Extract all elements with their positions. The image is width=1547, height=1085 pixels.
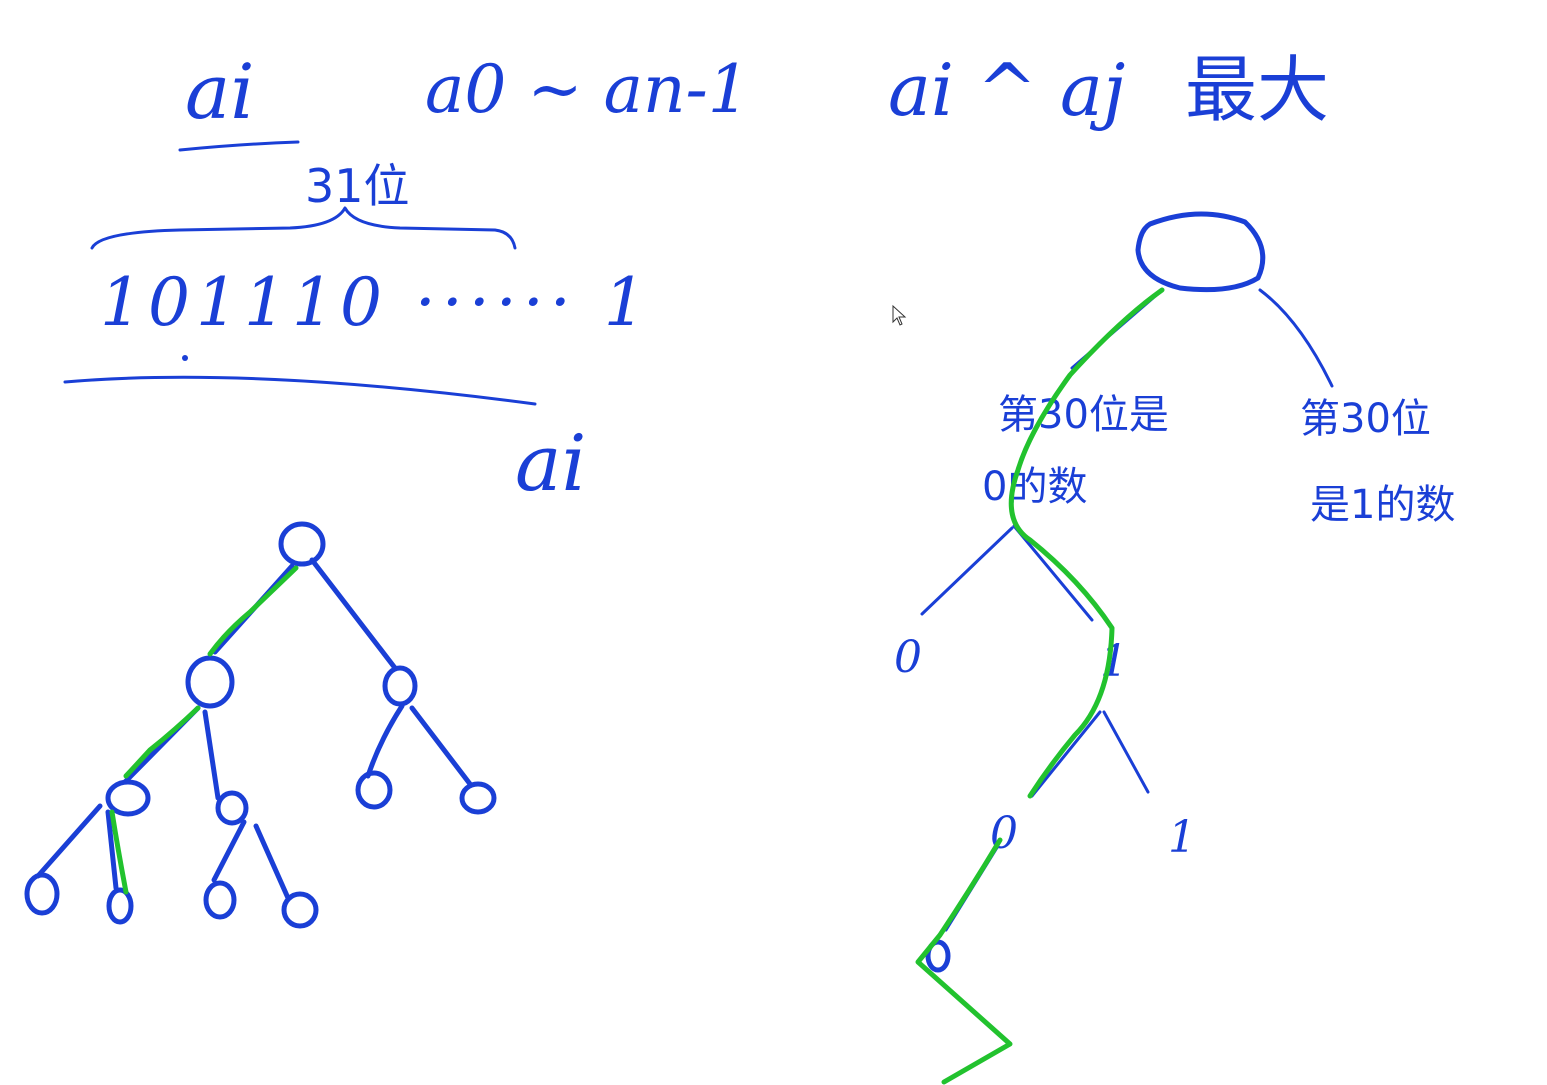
- trie-left-edge: [253, 823, 291, 901]
- trie-right-edge: [1102, 710, 1150, 794]
- trie-right-edge: [1012, 524, 1094, 622]
- formula-ai: ai: [185, 47, 255, 136]
- trie-left-node: [459, 781, 497, 815]
- formula-range: a0 ~ an-1: [425, 51, 750, 128]
- trie-right-root-node: [1135, 211, 1266, 293]
- label-bit30-zero-line1: 第30位是: [998, 392, 1169, 438]
- trie-left-node: [106, 887, 134, 925]
- trie-left-edge: [35, 803, 103, 879]
- formula-goal-word: 最大: [1185, 48, 1329, 132]
- trie-left-node: [185, 655, 235, 709]
- trie-right-edge: [920, 526, 1014, 616]
- trie-left-edge: [365, 703, 405, 779]
- binary-name: ai: [515, 419, 586, 509]
- label-bit30-one-line1: 第30位: [1300, 396, 1431, 442]
- trie-left-edge: [409, 705, 473, 787]
- trie-right-level3-node: [925, 939, 951, 973]
- trie-left-node: [215, 790, 249, 826]
- trie-left-edge: [105, 809, 119, 891]
- trie-right-edge: [1258, 288, 1334, 388]
- formula-ai-underline: [178, 140, 300, 152]
- label-bit30-zero-line2: 0的数: [982, 464, 1087, 510]
- trie-right-highlight-path: [915, 287, 1165, 1085]
- trie-left-node: [278, 521, 326, 567]
- binary-underline: [63, 375, 537, 406]
- binary-bits: 101110 ······ 1: [100, 264, 652, 341]
- trie-left-node: [105, 779, 151, 817]
- bit-width-brace: [90, 206, 517, 250]
- trie-left-node: [281, 891, 319, 929]
- bit-dot: [182, 355, 188, 361]
- trie-left-highlight-path: [109, 565, 299, 895]
- formula-goal-expr: ai ^ aj: [888, 48, 1125, 132]
- trie-left-node: [203, 880, 237, 920]
- trie-left: [24, 521, 497, 929]
- bit-width-label: 31位: [305, 159, 410, 213]
- trie-left-edge: [211, 819, 247, 883]
- trie-left-edge: [309, 557, 398, 671]
- trie-right-level2-right: 1: [1168, 812, 1196, 863]
- label-bit30-one-line2: 是1的数: [1310, 482, 1455, 528]
- trie-right-level1-left: 0: [894, 632, 922, 683]
- trie-left-edge: [202, 709, 221, 801]
- trie-right: 第30位是 0的数 第30位 是1的数 0 1 0 1: [894, 211, 1455, 1085]
- cursor-arrow-icon: [892, 304, 907, 326]
- trie-left-node: [355, 770, 393, 810]
- trie-left-node: [382, 665, 418, 707]
- trie-left-node: [24, 872, 60, 916]
- trie-right-edge: [1030, 710, 1102, 798]
